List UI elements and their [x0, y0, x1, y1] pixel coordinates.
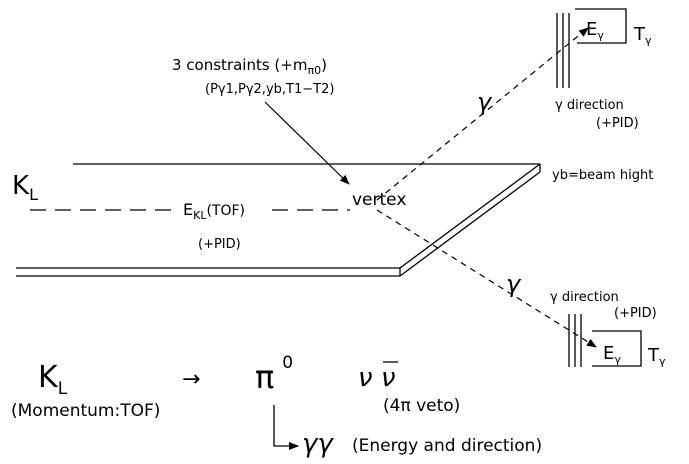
lower-gamma-path: [376, 209, 597, 348]
upper-energy-label: Eγ: [586, 19, 604, 42]
lower-pid-label: (+PID): [614, 306, 657, 321]
beam-plane-diagonal-edge: [399, 171, 541, 277]
beam-plane-corner-edge: [399, 163, 541, 269]
upper-gamma-label: γ: [477, 88, 493, 116]
pi0-decay-bracket: [273, 405, 299, 450]
constraints-list: (Pγ1,Pγ2,yb,T1−T2): [205, 82, 334, 97]
upper-detector: Eγ Tγ γ direction (+PID): [555, 8, 652, 131]
decay-kl: KL: [38, 360, 68, 399]
beam-height-label: yb=beam hight: [552, 168, 653, 183]
kl-energy-label: EKL(TOF): [183, 200, 245, 222]
beam-plane: [16, 163, 541, 277]
lower-time-label: Tγ: [647, 345, 666, 368]
vertex-label: vertex: [352, 190, 406, 210]
lower-energy-label: Eγ: [603, 343, 621, 366]
decay-gamma-note: (Energy and direction): [352, 436, 542, 456]
decay-veto-note: (4π veto): [383, 396, 460, 416]
decay-nu: ν: [358, 363, 373, 393]
upper-calorimeter-box: [575, 8, 627, 44]
decay-momentum-note: (Momentum:TOF): [11, 401, 160, 421]
decay-gamma-gamma: γγ: [302, 429, 334, 459]
lower-detector: γ direction (+PID) Eγ Tγ: [550, 290, 666, 368]
beam-kl-label: KL: [12, 171, 38, 204]
lower-calorimeter-box: [592, 330, 642, 367]
lower-gamma-label: γ: [506, 270, 522, 298]
upper-time-label: Tγ: [633, 24, 652, 47]
lower-direction-label: γ direction: [550, 290, 619, 305]
constraints-arrow: [264, 101, 350, 185]
decay-nubar: ν: [381, 363, 396, 393]
upper-direction-label: γ direction: [555, 98, 624, 113]
kl-pid-label: (+PID): [198, 237, 241, 252]
constraints-title: 3 constraints (+mπ0): [172, 56, 327, 77]
upper-gamma-path: [376, 27, 589, 201]
decay-arrow: →: [182, 367, 200, 392]
upper-pid-label: (+PID): [596, 116, 639, 131]
